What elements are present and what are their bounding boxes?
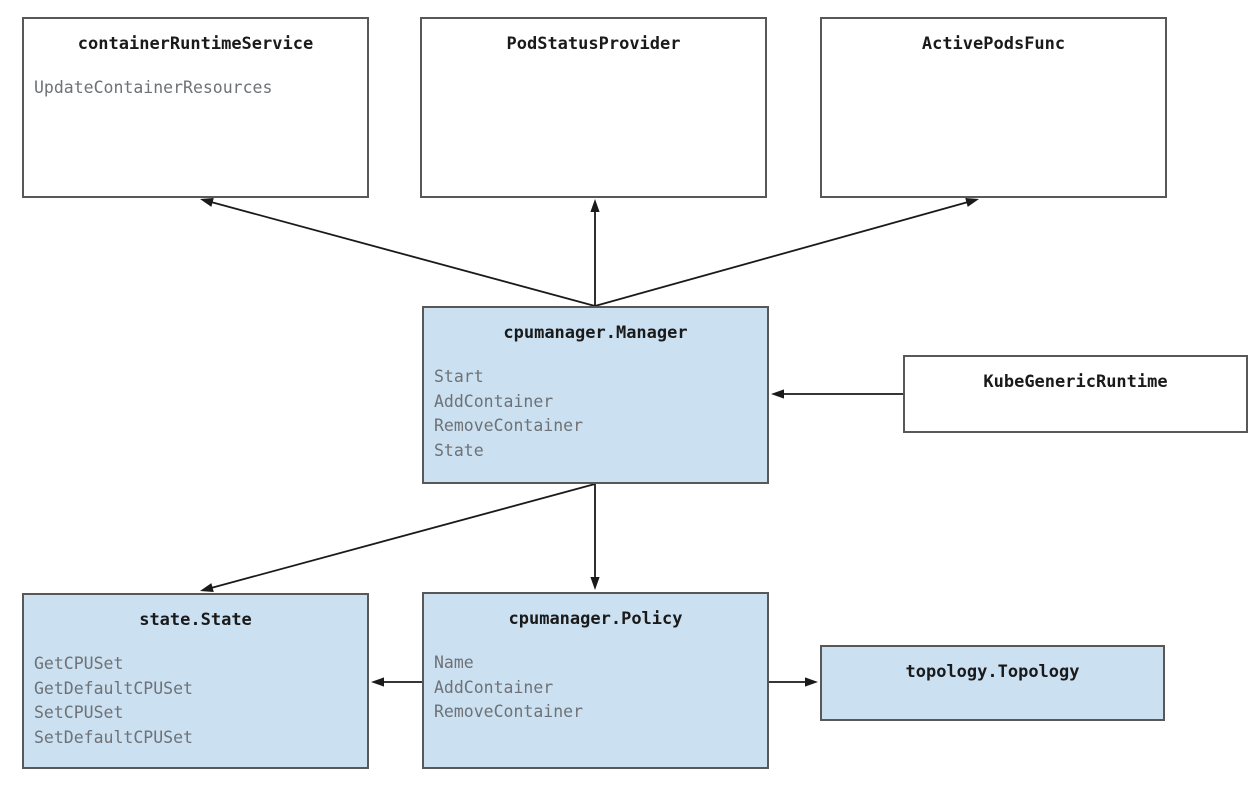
edge-arrowhead: [590, 577, 600, 590]
edge-arrowhead: [771, 389, 784, 399]
class-node-podStatusProvider[interactable]: PodStatusProvider: [420, 17, 767, 198]
class-node-member: AddContainer: [434, 677, 554, 697]
class-node-title: state.State: [139, 610, 252, 630]
edge-arrowhead: [965, 198, 979, 207]
edge-arrowhead: [590, 199, 600, 212]
edge-manager-to-containerRuntimeService: [200, 197, 596, 307]
edge-policy-to-topologyTopology: [769, 677, 818, 687]
edge-kubeGenericRuntime-to-manager: [771, 389, 903, 399]
edge-arrowhead: [200, 583, 214, 593]
edge-manager-to-podStatusProvider: [590, 199, 600, 306]
edge-policy-to-stateState: [371, 677, 422, 687]
edge-arrowhead: [371, 677, 384, 687]
class-node-member: RemoveContainer: [434, 416, 584, 435]
class-node-title: PodStatusProvider: [506, 34, 681, 54]
class-node-member: Name: [434, 653, 474, 672]
edge-manager-to-cpumanagerPolicy: [590, 484, 600, 590]
class-node-title: KubeGenericRuntime: [983, 372, 1168, 392]
edge-arrowhead: [200, 197, 214, 207]
class-node-member: State: [434, 440, 484, 460]
class-node-member: GetDefaultCPUSet: [34, 678, 193, 698]
edge-manager-to-activePodsFunc: [594, 198, 979, 307]
class-node-member: RemoveContainer: [434, 702, 584, 721]
class-node-title: topology.Topology: [905, 662, 1080, 682]
edge-line: [208, 200, 596, 307]
class-node-title: cpumanager.Policy: [508, 609, 683, 629]
class-node-kubeGenericRuntime[interactable]: KubeGenericRuntime: [903, 355, 1248, 433]
class-node-title: ActivePodsFunc: [921, 34, 1066, 54]
edge-manager-to-stateState: [200, 483, 596, 593]
edge-line: [594, 200, 971, 307]
class-node-topologyTopology[interactable]: topology.Topology: [820, 645, 1165, 721]
class-node-member: SetCPUSet: [34, 703, 124, 722]
edge-line: [208, 483, 596, 590]
class-node-member: Start: [434, 367, 484, 386]
class-node-member: AddContainer: [434, 391, 554, 411]
edge-arrowhead: [805, 677, 818, 687]
class-node-member-list: UpdateContainerResources: [34, 76, 367, 101]
class-node-title: containerRuntimeService: [77, 34, 314, 54]
class-node-member: UpdateContainerResources: [34, 78, 273, 97]
class-node-member: GetCPUSet: [34, 654, 124, 673]
class-node-member: SetDefaultCPUSet: [34, 727, 193, 747]
class-node-activePodsFunc[interactable]: ActivePodsFunc: [820, 17, 1167, 198]
class-node-title: cpumanager.Manager: [503, 323, 688, 343]
